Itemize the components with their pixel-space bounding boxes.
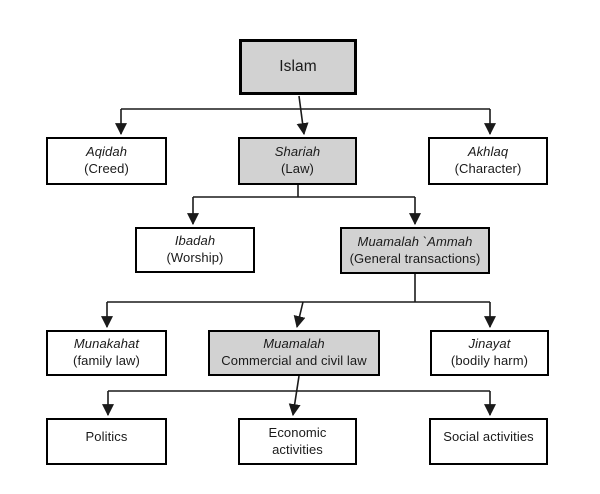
node-label: (Worship) — [166, 250, 224, 265]
node-label: Commercial and civil law — [221, 353, 367, 368]
node-politics: Politics — [46, 418, 167, 465]
connector-segment — [293, 301, 306, 329]
node-label: Shariah — [274, 144, 321, 160]
node-akhlaq: Akhlaq(Character) — [428, 137, 548, 185]
node-ibadah: Ibadah(Worship) — [135, 227, 255, 273]
node-label: Economic — [268, 424, 327, 440]
node-label: Social activities — [443, 429, 534, 444]
node-label: Islam — [279, 57, 317, 75]
node-label: (Creed) — [84, 161, 129, 176]
node-aqidah: Aqidah(Creed) — [46, 137, 167, 185]
node-label: Muamalah `Ammah — [357, 233, 473, 249]
node-label: Politics — [85, 429, 128, 444]
node-label: (General transactions) — [349, 250, 481, 266]
node-label: activities — [272, 441, 323, 457]
node-label: (Law) — [280, 161, 314, 176]
node-label: Muamalah — [263, 336, 325, 352]
node-social-activities: Social activities — [429, 418, 548, 465]
node-label: Munakahat — [73, 336, 140, 352]
node-shariah: Shariah(Law) — [238, 137, 357, 185]
connector-segment — [296, 95, 309, 136]
connector-segment — [288, 375, 301, 417]
node-islam: Islam — [239, 39, 357, 95]
node-label: (family law) — [73, 353, 140, 368]
node-label: (bodily harm) — [450, 353, 529, 368]
node-jinayat: Jinayat(bodily harm) — [430, 330, 549, 376]
node-label: Ibadah — [174, 233, 216, 249]
node-label: Akhlaq — [467, 144, 509, 160]
node-muamalah-ammah: Muamalah `Ammah(General transactions) — [340, 227, 490, 274]
node-label: Jinayat — [468, 336, 511, 352]
node-label: (Character) — [454, 161, 522, 176]
node-munakahat: Munakahat(family law) — [46, 330, 167, 376]
node-label: Aqidah — [85, 144, 128, 160]
